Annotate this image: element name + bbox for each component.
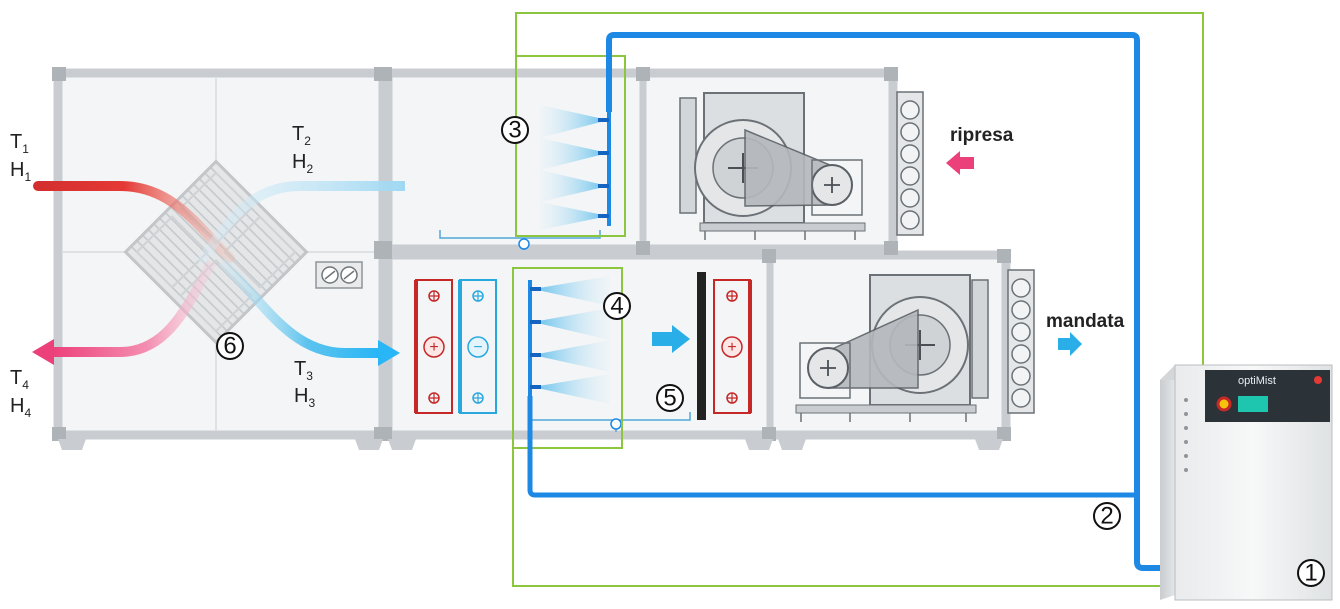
svg-text:H4: H4 — [10, 395, 31, 420]
upper-drain-tray — [439, 230, 601, 239]
callout-2: 2 — [1093, 502, 1121, 530]
water-supply-branch — [527, 396, 1137, 498]
treated-air-stream — [218, 258, 378, 358]
upper-spray-system — [439, 105, 611, 250]
svg-text:3: 3 — [508, 117, 521, 144]
cabinet-screen — [1238, 396, 1268, 412]
outdoor-air-stream — [33, 181, 235, 263]
supply-fan — [795, 274, 989, 422]
svg-text:2: 2 — [1100, 503, 1113, 530]
pressure-gauge-box — [315, 261, 363, 289]
svg-text:H3: H3 — [294, 385, 315, 410]
treated-air-arrow — [378, 340, 400, 366]
droplet-separator — [697, 272, 706, 420]
svg-text:+: + — [727, 339, 736, 356]
preheating-coil: + — [414, 279, 453, 414]
control-wiring — [512, 12, 1204, 587]
airflow-arrow — [652, 325, 690, 353]
extract-air-stream — [196, 181, 405, 266]
lower-spray-system — [528, 276, 691, 432]
label-t3-h3: T3 H3 — [294, 358, 315, 410]
exhaust-air-stream — [52, 259, 217, 357]
lower-spray-mist — [533, 276, 610, 404]
exhaust-fan — [679, 92, 866, 240]
svg-text:T3: T3 — [294, 358, 313, 383]
lower-control-zone — [512, 267, 623, 449]
svg-text:H1: H1 — [10, 159, 31, 184]
air-streams — [32, 181, 405, 366]
upper-control-zone — [515, 55, 626, 237]
frame-corners — [52, 67, 1011, 441]
callout-3: 3 — [501, 116, 529, 144]
label-t2-h2: T2 H2 — [292, 123, 313, 176]
svg-text:T1: T1 — [10, 131, 29, 156]
exhaust-air-arrow — [32, 339, 54, 365]
lower-drain-valve — [610, 418, 622, 430]
cooling-coil-sign — [467, 336, 489, 358]
cabinet-brand: optiMist — [1238, 375, 1276, 387]
svg-text:+: + — [429, 339, 438, 356]
callout-1: 1 — [1297, 559, 1325, 587]
callout-4: 4 — [603, 292, 631, 320]
cabinet-power-switch — [1216, 396, 1232, 412]
svg-text:T4: T4 — [10, 367, 29, 392]
callout-5: 5 — [656, 384, 684, 412]
ripresa-label: ripresa — [950, 125, 1014, 146]
svg-text:1: 1 — [1304, 560, 1317, 587]
svg-text:6: 6 — [223, 333, 236, 360]
callout-6: 6 — [216, 332, 244, 360]
cabinet-status-led — [1314, 376, 1322, 384]
supply-air-indicator: mandata — [1046, 311, 1125, 356]
unit-feet — [58, 439, 1003, 450]
exhaust-damper — [896, 91, 924, 236]
upper-drain-valve — [518, 238, 530, 250]
svg-text:4: 4 — [610, 293, 623, 320]
svg-text:T2: T2 — [292, 123, 311, 148]
return-air-indicator: ripresa — [946, 125, 1014, 175]
mandata-label: mandata — [1046, 311, 1125, 332]
svg-text:−: − — [473, 339, 482, 356]
svg-text:H2: H2 — [292, 151, 313, 176]
supply-damper — [1007, 269, 1035, 414]
upper-spray-mist — [540, 105, 608, 230]
supply-air-arrow — [1058, 332, 1082, 356]
label-t4-h4: T4 H4 — [10, 367, 31, 420]
preheating-coil-sign — [423, 336, 445, 358]
return-air-arrow — [946, 151, 974, 175]
water-supply-pipe — [606, 32, 1165, 571]
label-t1-h1: T1 H1 — [10, 131, 31, 184]
svg-text:5: 5 — [663, 385, 676, 412]
reheating-coil: + — [713, 279, 752, 414]
cooling-coil: − — [458, 279, 497, 414]
